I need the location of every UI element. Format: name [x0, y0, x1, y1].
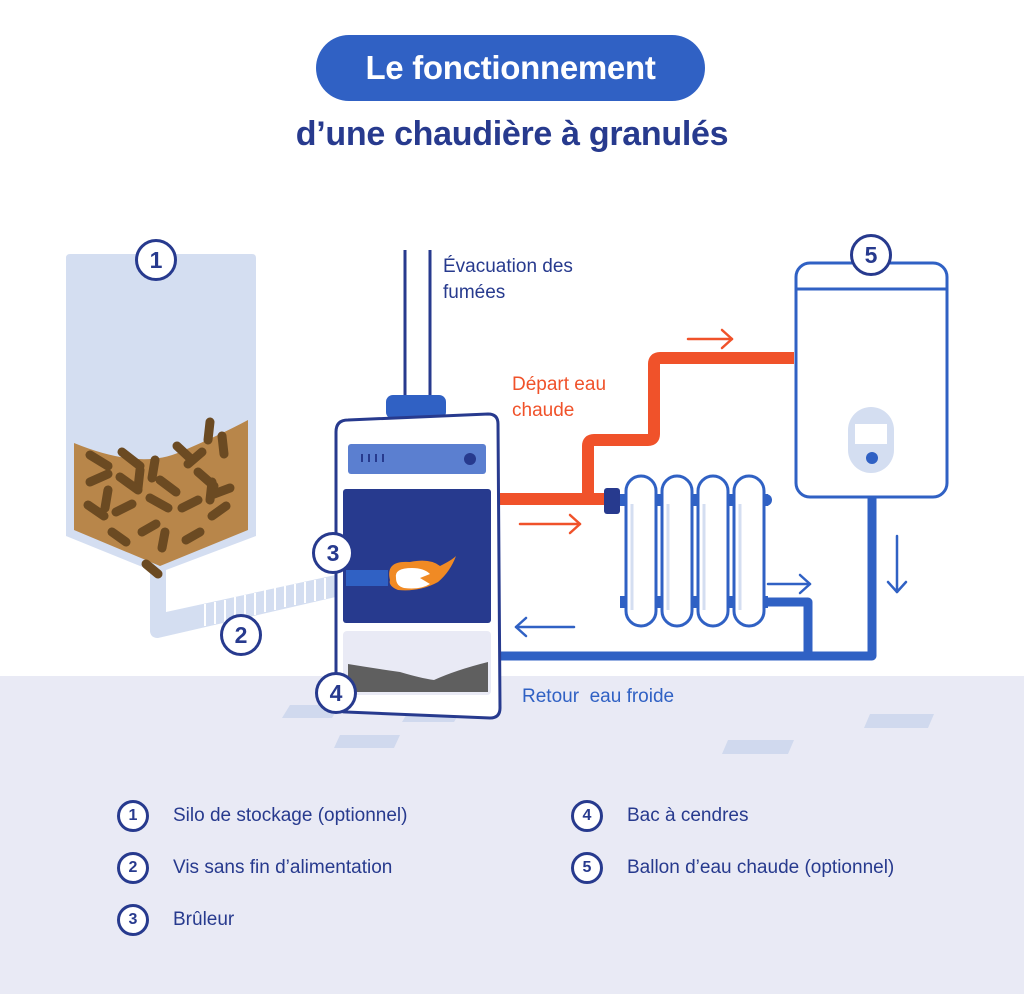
hot-arrow-top — [686, 328, 734, 350]
badge-screw: 2 — [220, 614, 262, 656]
badge-burner: 3 — [312, 532, 354, 574]
hot-arrow-bottom — [518, 513, 582, 535]
badge-tank: 5 — [850, 234, 892, 276]
legend-right: 4 Bac à cendres 5 Ballon d’eau chaude (o… — [571, 800, 894, 884]
pellets — [83, 417, 235, 579]
legend-item: 5 Ballon d’eau chaude (optionnel) — [571, 852, 894, 884]
badge-ash-pan: 4 — [315, 672, 357, 714]
floor-background — [0, 676, 1024, 994]
legend-item: 1 Silo de stockage (optionnel) — [117, 800, 407, 832]
radiator-valve — [604, 488, 620, 514]
ash-pile — [348, 662, 488, 692]
legend-number: 4 — [571, 800, 603, 832]
hot-water-label: Départ eau chaude — [512, 374, 607, 421]
smoke-label: Évacuation des fumées — [443, 256, 573, 303]
page-subtitle: d’une chaudière à granulés — [295, 115, 729, 153]
legend-number: 5 — [571, 852, 603, 884]
hot-water-pipe — [500, 352, 794, 505]
smoke-flue — [403, 250, 432, 398]
legend-left: 1 Silo de stockage (optionnel) 2 Vis san… — [117, 800, 407, 936]
title-pill: Le fonctionnement — [316, 35, 705, 101]
legend-item: 4 Bac à cendres — [571, 800, 894, 832]
boiler — [334, 412, 502, 720]
page-title: Le fonctionnement — [365, 49, 656, 86]
return-arrow-left — [514, 616, 576, 638]
legend-item: 2 Vis sans fin d’alimentation — [117, 852, 407, 884]
legend-item: 3 Brûleur — [117, 904, 407, 936]
silo — [66, 254, 340, 638]
arrow-icons — [514, 328, 908, 638]
tank-down-arrow — [886, 534, 908, 594]
legend-number: 3 — [117, 904, 149, 936]
radiator-out-arrow — [766, 573, 812, 595]
control-panel — [348, 444, 486, 474]
legend-text: Silo de stockage (optionnel) — [173, 805, 408, 826]
radiator — [604, 474, 772, 628]
legend-number: 2 — [117, 852, 149, 884]
burner-tube — [346, 570, 388, 586]
legend-text: Ballon d’eau chaude (optionnel) — [627, 857, 895, 878]
legend-text: Vis sans fin d’alimentation — [173, 857, 393, 878]
hot-water-tank — [794, 261, 949, 499]
legend-text: Brûleur — [173, 909, 235, 930]
legend-text: Bac à cendres — [627, 805, 749, 826]
flue-collar — [386, 395, 446, 419]
combustion-chamber — [343, 489, 491, 623]
legend-number: 1 — [117, 800, 149, 832]
cold-return-pipe — [498, 496, 877, 661]
badge-silo: 1 — [135, 239, 177, 281]
cold-return-label: Retour eau froide — [522, 686, 675, 707]
